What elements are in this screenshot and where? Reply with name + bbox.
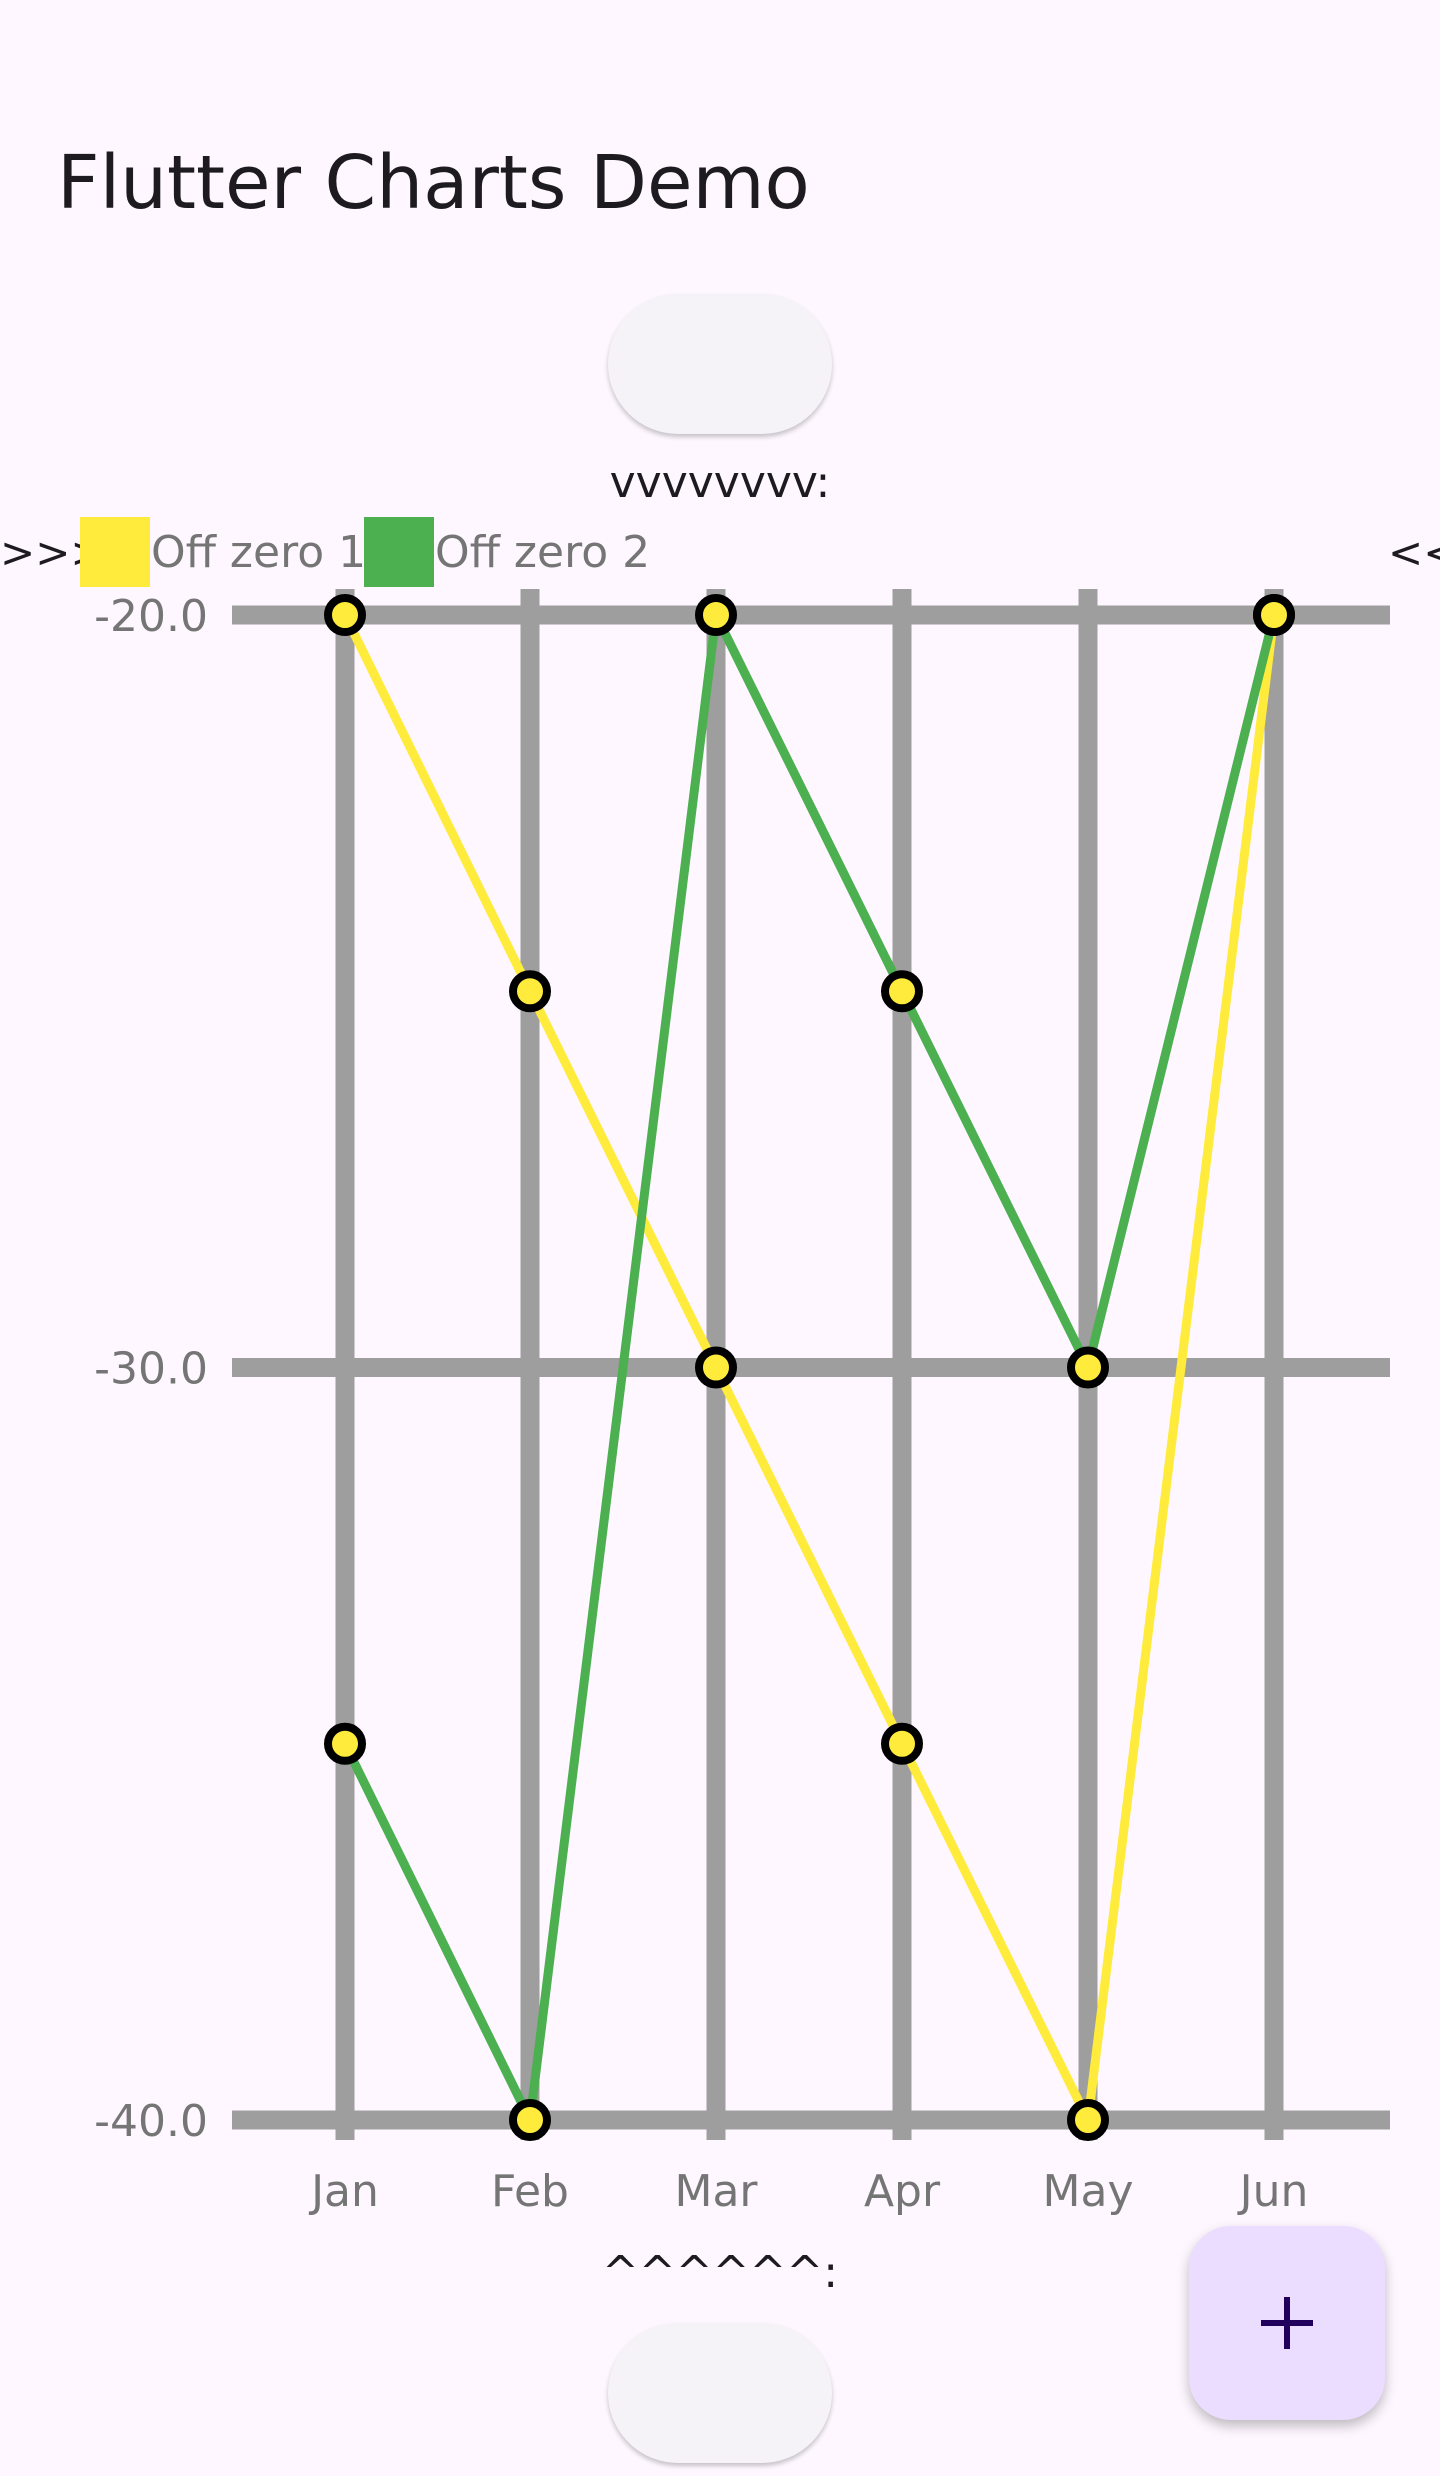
plus-icon <box>1261 2297 1313 2349</box>
data-point-s2-jan <box>324 1722 366 1765</box>
y-tick-label: -40.0 <box>94 2096 208 2147</box>
data-point-s1-jan <box>324 594 366 636</box>
data-point-s2-may <box>1067 1346 1109 1389</box>
chart-footer-text: ^^^^^^: <box>602 2247 838 2298</box>
chart-header-text: vvvvvvvv: <box>610 457 831 508</box>
app-title: Flutter Charts Demo <box>57 140 810 226</box>
data-point-s2-jun <box>1253 594 1295 636</box>
data-point-s2-apr <box>881 970 923 1013</box>
data-point-s2-feb <box>509 2099 551 2141</box>
add-fab-button[interactable] <box>1189 2226 1385 2420</box>
legend-swatch-2 <box>364 517 434 587</box>
legend-right-marker: << <box>1388 528 1440 577</box>
data-point-s1-feb <box>509 970 551 1013</box>
legend-label-2: Off zero 2 <box>435 527 650 578</box>
data-point-s1-may <box>1067 2099 1109 2141</box>
x-tick-label: Feb <box>491 2166 569 2217</box>
legend-label-1: Off zero 1 <box>151 527 366 578</box>
top-pill-button[interactable] <box>608 294 832 434</box>
y-tick-label: -20.0 <box>94 591 208 642</box>
x-tick-label: Mar <box>674 2166 758 2217</box>
x-tick-label: May <box>1043 2166 1134 2217</box>
series-line-1 <box>340 613 1279 2125</box>
series-line-2 <box>340 610 1279 2125</box>
bottom-pill-button[interactable] <box>608 2323 832 2463</box>
x-tick-label: Jun <box>1237 2166 1309 2217</box>
data-point-s2-mar <box>695 594 737 636</box>
data-point-s1-mar <box>695 1346 737 1389</box>
y-tick-label: -30.0 <box>94 1344 208 1395</box>
x-tick-label: Apr <box>864 2166 941 2217</box>
x-tick-label: Jan <box>308 2166 379 2217</box>
data-point-s1-apr <box>881 1722 923 1765</box>
legend-swatch-1 <box>80 517 150 587</box>
